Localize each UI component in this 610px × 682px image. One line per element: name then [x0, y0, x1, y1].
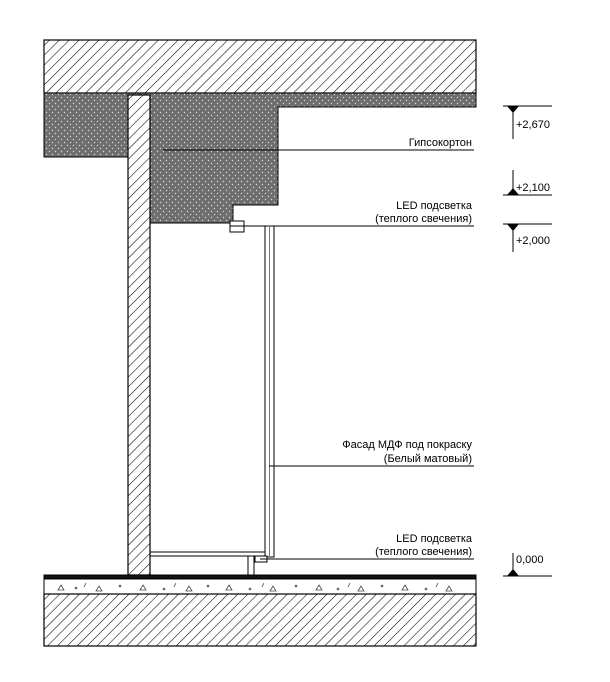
elevation-2000-text: +2,000 — [516, 235, 550, 247]
elevation-mark-2000: +2,000 — [503, 223, 552, 252]
label-facade-2: (Белый матовый) — [384, 453, 472, 465]
floor-screed — [43, 578, 477, 595]
wall — [127, 94, 151, 576]
elevation-2670-text: +2,670 — [516, 119, 550, 131]
label-facade-1: Фасад МДФ под покраску — [342, 439, 472, 451]
elevation-0000-text: 0,000 — [516, 554, 544, 566]
plinth-leg — [247, 555, 255, 576]
ceiling-slab — [43, 39, 477, 94]
label-drywall: Гипсокортон — [409, 137, 472, 149]
screed-texture — [57, 582, 453, 592]
label-led-top-2: (теплого свечения) — [375, 213, 472, 225]
elevation-mark-2100: +2,100 — [503, 170, 552, 196]
elevation-mark-0000: 0,000 — [503, 553, 552, 577]
elevation-mark-2670: +2,670 — [503, 105, 552, 139]
floor-finish — [43, 574, 477, 580]
label-led-bottom-1: LED подсветка — [396, 533, 473, 545]
label-led-bottom-2: (теплого свечения) — [375, 546, 472, 558]
label-led-top-1: LED подсветка — [396, 200, 473, 212]
elevation-2100-text: +2,100 — [516, 182, 550, 194]
floor-slab — [43, 593, 477, 647]
